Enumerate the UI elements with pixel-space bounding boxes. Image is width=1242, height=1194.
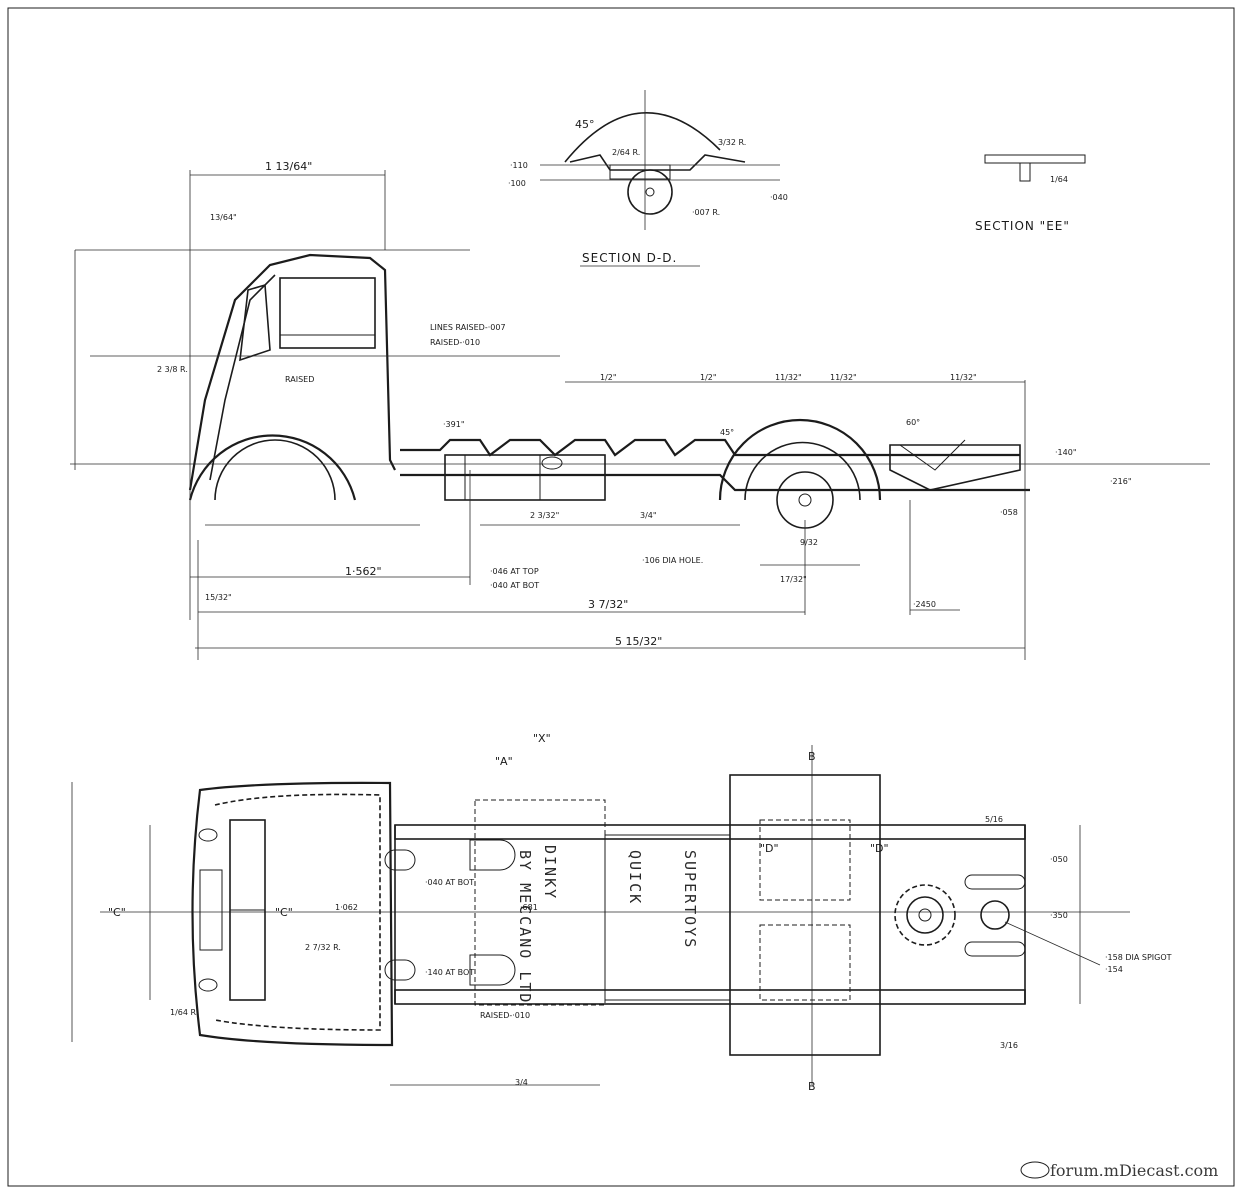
svg-text:11/32": 11/32": [775, 373, 802, 382]
svg-text:·106 DIA HOLE.: ·106 DIA HOLE.: [642, 556, 703, 565]
watermark-text: forum.mDiecast.com: [1050, 1161, 1218, 1180]
svg-text:RAISED-·010: RAISED-·010: [480, 1011, 530, 1020]
svg-text:"D": "D": [760, 842, 779, 855]
svg-text:3/4": 3/4": [640, 511, 657, 520]
svg-text:3/16: 3/16: [1000, 1041, 1018, 1050]
svg-text:·2450: ·2450: [913, 600, 936, 609]
svg-text:·140": ·140": [1055, 448, 1077, 457]
svg-text:15/32": 15/32": [205, 593, 232, 602]
svg-text:RAISED-·010: RAISED-·010: [430, 338, 480, 347]
svg-text:QUICK: QUICK: [626, 850, 644, 905]
svg-text:1/64: 1/64: [1050, 175, 1068, 184]
svg-text:1 13/64": 1 13/64": [265, 160, 312, 173]
svg-text:3/4: 3/4: [515, 1078, 528, 1087]
svg-text:·046 AT TOP: ·046 AT TOP: [490, 567, 539, 576]
svg-text:1/2": 1/2": [600, 373, 617, 382]
svg-text:·158 DIA SPIGOT: ·158 DIA SPIGOT: [1105, 953, 1172, 962]
svg-text:5/16: 5/16: [985, 815, 1003, 824]
section-ee: 1/64 SECTION "EE": [975, 154, 1086, 233]
svg-text:"C": "C": [275, 906, 293, 919]
svg-text:1/2": 1/2": [700, 373, 717, 382]
svg-text:11/32": 11/32": [950, 373, 977, 382]
svg-text:"A": "A": [495, 755, 513, 768]
svg-text:·140 AT BOT: ·140 AT BOT: [425, 968, 474, 977]
svg-text:2 3/8 R.: 2 3/8 R.: [157, 365, 188, 374]
svg-text:45°: 45°: [575, 118, 595, 131]
svg-text:2/64 R.: 2/64 R.: [612, 148, 640, 157]
section-ee-title: SECTION "EE": [975, 219, 1070, 233]
svg-text:3 7/32": 3 7/32": [588, 598, 628, 611]
svg-text:1/64 R.: 1/64 R.: [170, 1008, 198, 1017]
svg-text:·100: ·100: [508, 179, 526, 188]
svg-text:·040 AT BOT: ·040 AT BOT: [425, 878, 474, 887]
svg-text:SUPERTOYS: SUPERTOYS: [681, 850, 699, 949]
svg-text:·350: ·350: [1050, 911, 1068, 920]
svg-text:2 3/32": 2 3/32": [530, 511, 559, 520]
svg-text:17/32": 17/32": [780, 575, 807, 584]
watermark: forum.mDiecast.com: [1020, 1161, 1218, 1180]
svg-text:·040: ·040: [770, 193, 788, 202]
svg-text:2 7/32 R.: 2 7/32 R.: [305, 943, 341, 952]
svg-text:11/32": 11/32": [830, 373, 857, 382]
svg-text:·154: ·154: [1105, 965, 1123, 974]
section-dd: ·110 ·100 ·007 R. ·040 45° 2/64 R. 3/32 …: [508, 90, 788, 267]
plan-view: DINKY BY MECCANO LTD QUICK SUPERTOYS "C"…: [71, 732, 1172, 1093]
svg-text:B: B: [808, 750, 816, 763]
svg-text:13/64": 13/64": [210, 213, 237, 222]
section-dd-title: SECTION D-D.: [582, 251, 677, 265]
svg-text:60°: 60°: [906, 418, 920, 427]
svg-text:B: B: [808, 1080, 816, 1093]
drawing-border: [7, 7, 1235, 1187]
svg-text:·058: ·058: [1000, 508, 1018, 517]
svg-text:·040 AT BOT: ·040 AT BOT: [490, 581, 539, 590]
svg-text:3/32 R.: 3/32 R.: [718, 138, 746, 147]
svg-text:"D": "D": [870, 842, 889, 855]
svg-text:·216": ·216": [1110, 477, 1132, 486]
svg-text:·391": ·391": [443, 420, 465, 429]
svg-text:BY MECCANO LTD: BY MECCANO LTD: [516, 850, 534, 1004]
svg-text:1·062: 1·062: [335, 903, 358, 912]
svg-text:5 15/32": 5 15/32": [615, 635, 662, 648]
svg-text:·050: ·050: [1050, 855, 1068, 864]
svg-text:DINKY: DINKY: [541, 845, 559, 900]
side-elevation: 1 13/64" 1·562" 3 7/32" 5 15/32" 15/32" …: [70, 160, 1210, 660]
svg-text:"C": "C": [108, 906, 126, 919]
svg-text:·110: ·110: [510, 161, 528, 170]
svg-text:RAISED: RAISED: [285, 375, 314, 384]
svg-text:LINES RAISED-·007: LINES RAISED-·007: [430, 323, 506, 332]
svg-text:"X": "X": [533, 732, 551, 745]
svg-text:45°: 45°: [720, 428, 734, 437]
svg-text:·681: ·681: [520, 903, 538, 912]
svg-text:9/32: 9/32: [800, 538, 818, 547]
svg-text:1·562": 1·562": [345, 565, 382, 578]
svg-text:·007 R.: ·007 R.: [692, 208, 720, 217]
